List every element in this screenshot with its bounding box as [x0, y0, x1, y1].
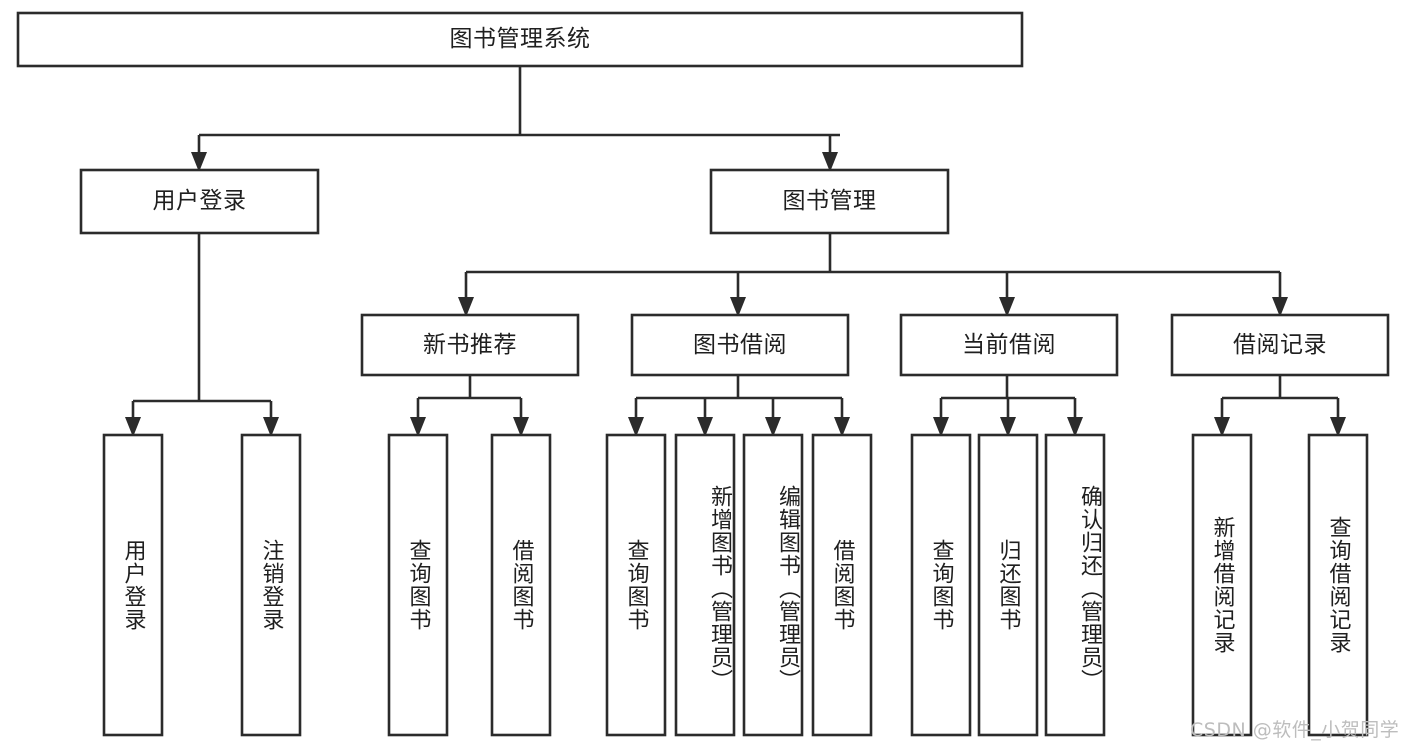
node-leaf-query-book-2[interactable] [605, 433, 667, 737]
connector-root-to-level2 [197, 66, 840, 156]
connector-currentborrow-to-leaves [939, 375, 1077, 421]
connector-bookmgmt-to-level3 [464, 233, 1282, 301]
node-root[interactable] [16, 11, 1024, 68]
arrowheads [125, 152, 1346, 437]
node-user-login[interactable] [79, 168, 320, 235]
node-leaf-edit-book[interactable] [742, 433, 804, 737]
node-leaf-query-book-3[interactable] [910, 433, 972, 737]
connector-userlogin-to-leaves [131, 233, 273, 421]
node-book-management[interactable] [709, 168, 950, 235]
node-leaf-add-book[interactable] [674, 433, 736, 737]
node-borrow-record[interactable] [1170, 313, 1390, 377]
connector-bookborrow-to-leaves [634, 375, 844, 421]
node-new-book-recommend[interactable] [360, 313, 580, 377]
node-leaf-return-book[interactable] [977, 433, 1039, 737]
node-leaf-user-logout[interactable] [240, 433, 302, 737]
node-leaf-query-book-1[interactable] [387, 433, 449, 737]
node-leaf-confirm-return[interactable] [1044, 433, 1106, 737]
connector-newbook-to-leaves [416, 375, 523, 421]
node-book-borrow[interactable] [630, 313, 850, 377]
node-leaf-query-record[interactable] [1307, 433, 1369, 737]
connector-borrowrecord-to-leaves [1220, 375, 1340, 421]
node-leaf-user-login[interactable] [102, 433, 164, 737]
node-current-borrow[interactable] [899, 313, 1119, 377]
node-leaf-add-record[interactable] [1191, 433, 1253, 737]
node-leaf-borrow-book-2[interactable] [811, 433, 873, 737]
node-leaf-borrow-book-1[interactable] [490, 433, 552, 737]
